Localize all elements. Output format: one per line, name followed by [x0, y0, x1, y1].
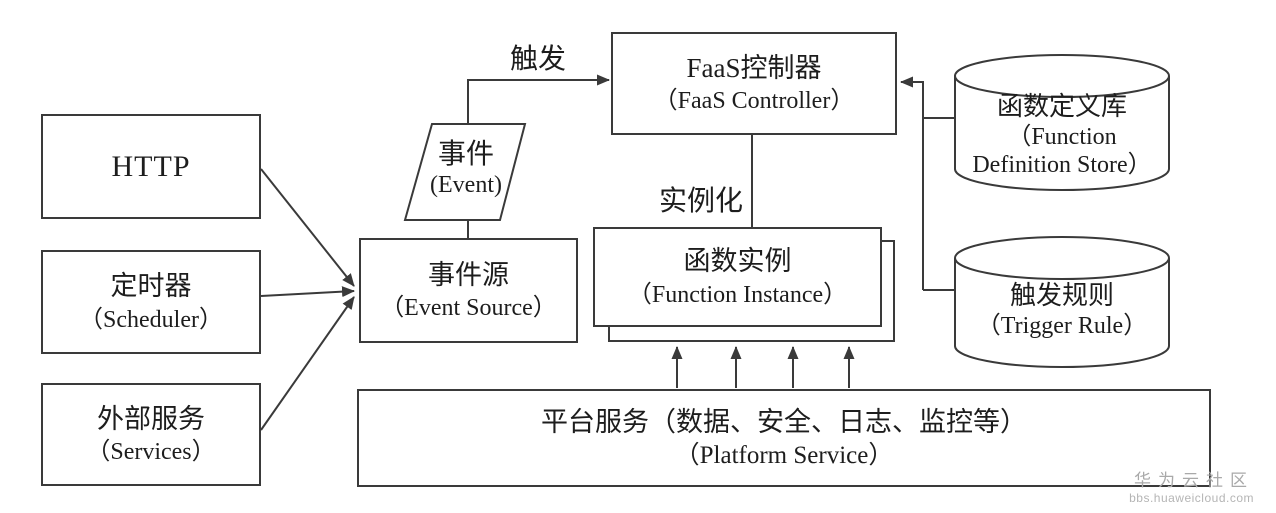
http-label: HTTP [111, 149, 191, 183]
event-source-node: 事件源 （Event Source） [359, 238, 578, 343]
trigger-rule-label: 触发规则 （Trigger Rule） [942, 281, 1182, 340]
faas-controller-node: FaaS控制器 （FaaS Controller） [611, 32, 897, 135]
trigger-rule-label-en: （Trigger Rule） [976, 312, 1148, 339]
trigger-rule-label-zh: 触发规则 [1009, 281, 1114, 310]
edge-scheduler-to-event-source [260, 286, 355, 298]
faas-controller-label-en: （FaaS Controller） [653, 88, 855, 115]
watermark: 华为云社区 bbs.huaweicloud.com [1129, 472, 1254, 505]
services-label-en: （Services） [86, 439, 216, 466]
edge-http-to-event-source [260, 168, 355, 287]
watermark-community: 华为云社区 [1134, 471, 1254, 491]
scheduler-node: 定时器 （Scheduler） [41, 250, 261, 354]
function-instance-label-en: （Function Instance） [627, 281, 848, 308]
scheduler-label-en: （Scheduler） [79, 306, 223, 333]
function-instance-label-zh: 函数实例 [683, 246, 792, 277]
event-source-label-zh: 事件源 [428, 259, 509, 290]
instantiate-edge-label: 实例化 [658, 186, 744, 217]
http-node: HTTP [41, 114, 261, 219]
platform-service-node: 平台服务（数据、安全、日志、监控等） （Platform Service） [357, 389, 1211, 487]
scheduler-label-zh: 定时器 [110, 271, 192, 302]
platform-service-label-en: （Platform Service） [674, 441, 894, 469]
edge-services-to-event-source [260, 296, 355, 431]
faas-controller-label-zh: FaaS控制器 [686, 52, 822, 83]
function-definition-store-label-en1: （Function [1007, 123, 1117, 150]
services-label-zh: 外部服务 [97, 403, 205, 434]
trigger-edge-label: 触发 [509, 44, 567, 75]
watermark-url: bbs.huaweicloud.com [1129, 491, 1254, 505]
edge-trunk-to-faas-controller [900, 76, 924, 290]
function-definition-store-label-en2: Definition Store） [972, 151, 1152, 178]
edge-trigger [467, 74, 610, 124]
event-node-label: 事件 (Event) [430, 138, 502, 199]
function-definition-store-label-zh: 函数定义库 [996, 92, 1127, 121]
platform-service-label-zh: 平台服务（数据、安全、日志、监控等） [541, 406, 1027, 437]
event-label-en: (Event) [430, 171, 502, 198]
function-definition-store-cylinder [954, 54, 1170, 191]
event-parallelogram-shape [403, 123, 527, 221]
services-node: 外部服务 （Services） [41, 383, 261, 486]
trigger-rule-cylinder [954, 236, 1170, 368]
function-definition-store-label: 函数定义库 （Function Definition Store） [942, 92, 1182, 179]
event-label-zh: 事件 [437, 139, 494, 170]
function-instance-node: 函数实例 （Function Instance） [593, 227, 882, 327]
event-source-label-en: （Event Source） [380, 295, 557, 322]
